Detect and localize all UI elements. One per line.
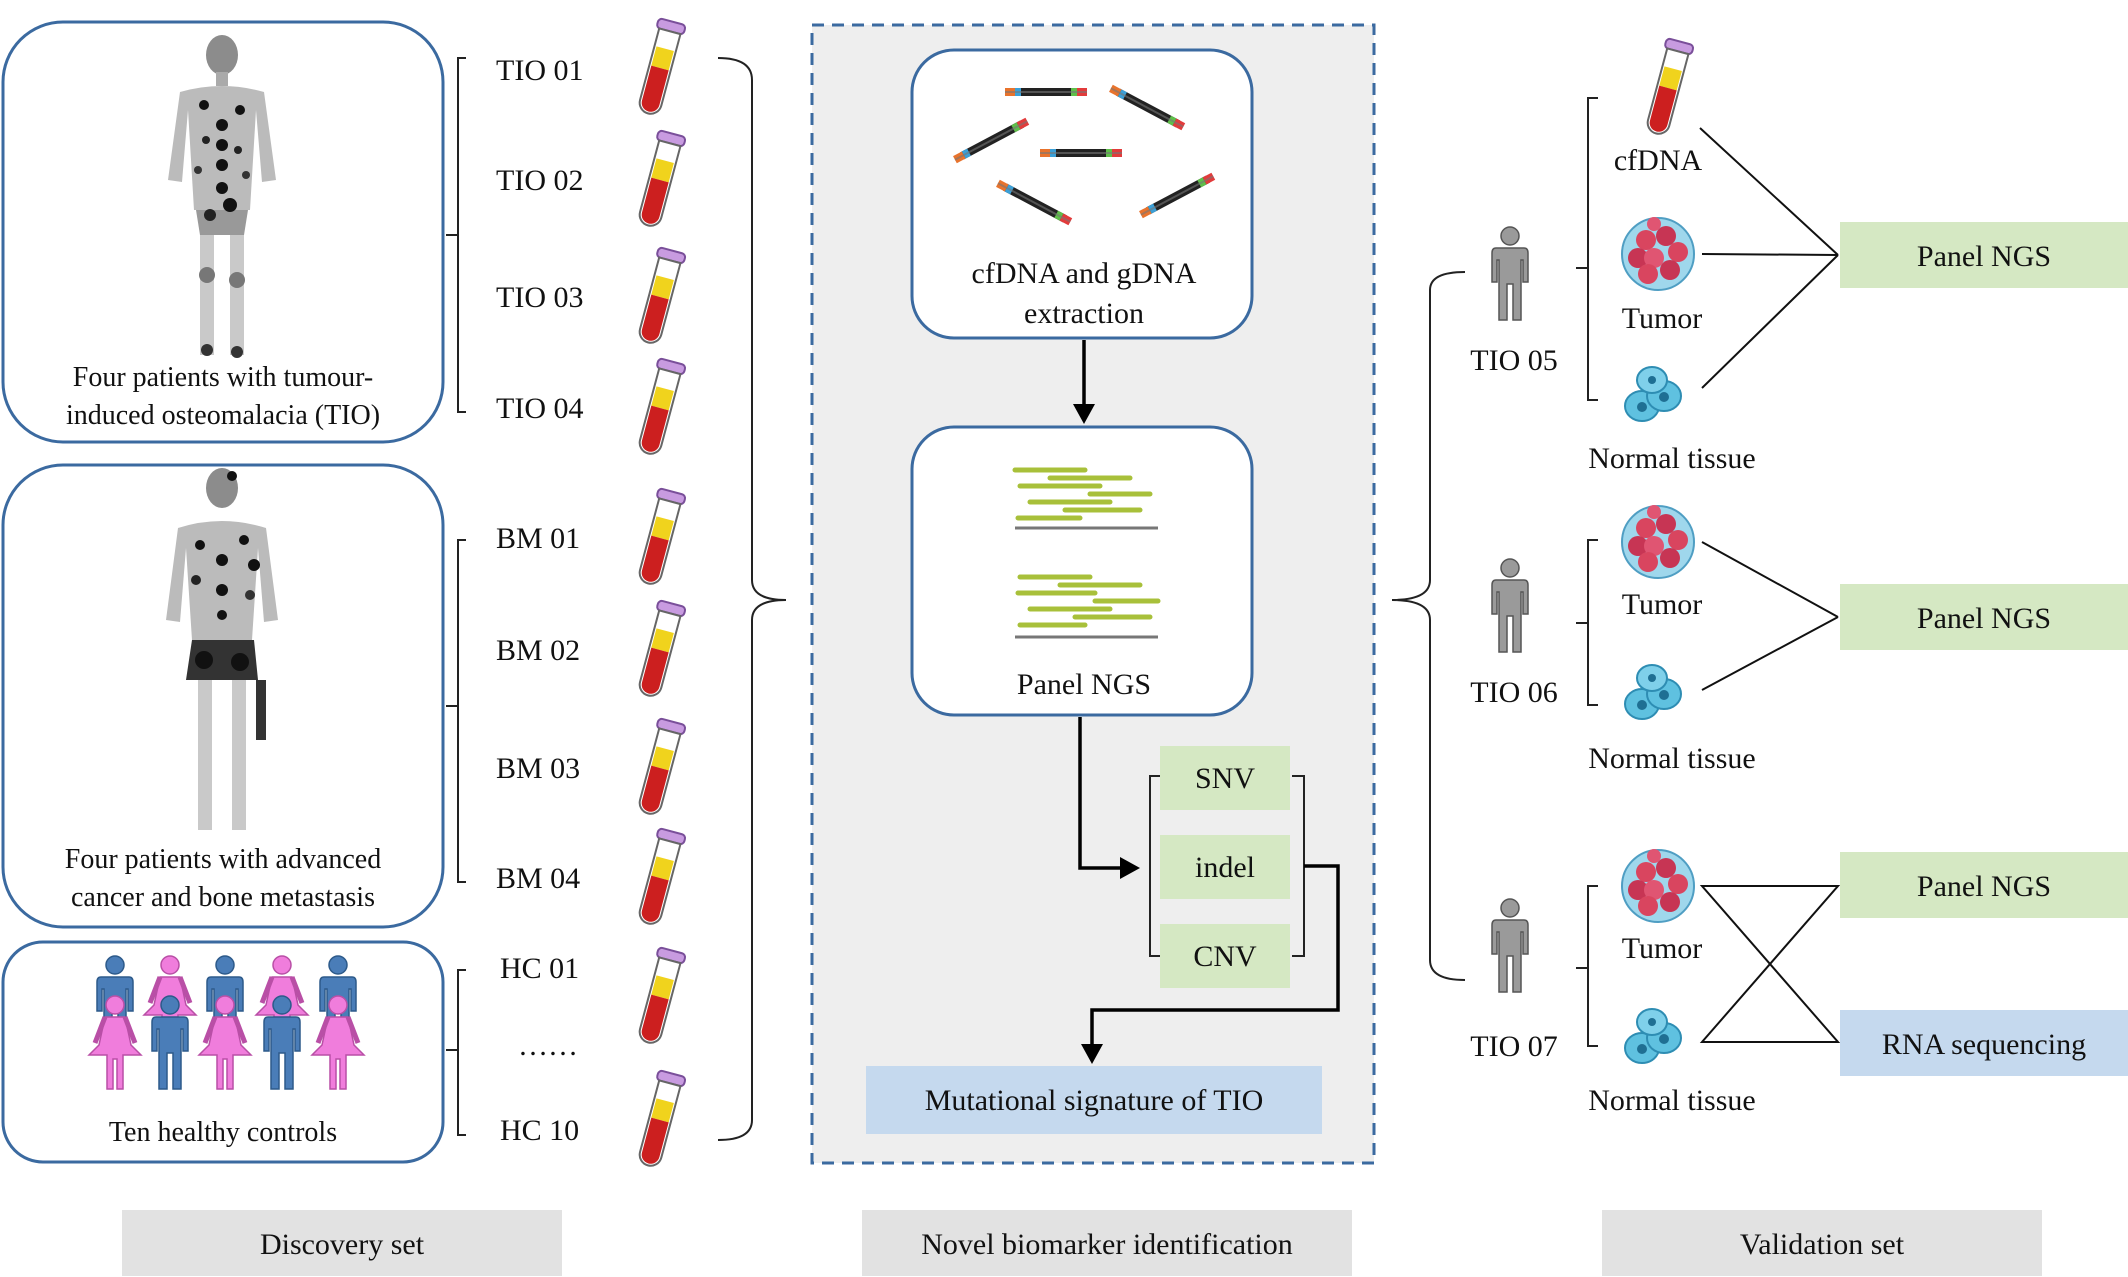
bm-group-box xyxy=(1,463,445,929)
tumor-cells-icon xyxy=(1621,848,1695,923)
bm-samples-bracket xyxy=(446,539,466,883)
panel-ngs-label: Panel NGS xyxy=(1917,870,2051,903)
sample-label: BM 02 xyxy=(496,634,580,667)
bm-group-label-line2: cancer and bone metastasis xyxy=(71,882,375,913)
cfdna-label: cfDNA xyxy=(1614,144,1703,177)
validation-brace xyxy=(1391,271,1466,981)
bone-scan-image-tio xyxy=(168,35,276,358)
patient-person-icon xyxy=(1491,226,1529,321)
rna-seq-box xyxy=(1840,1010,2128,1076)
footer-validation-label: Validation set xyxy=(1740,1228,1905,1261)
variant-label-indel: indel xyxy=(1195,851,1255,884)
tio05-connectors xyxy=(1699,127,1839,389)
tumor-label: Tumor xyxy=(1622,588,1703,621)
panel-ngs-label: Panel NGS xyxy=(1917,240,2051,273)
sample-label: BM 03 xyxy=(496,752,580,785)
normal-label: Normal tissue xyxy=(1588,442,1755,475)
patient-person-icon xyxy=(1491,558,1529,653)
tio-group-label-line2: induced osteomalacia (TIO) xyxy=(66,400,380,431)
extraction-label-line2: extraction xyxy=(1024,297,1144,330)
arrow-ngs-to-variants xyxy=(1078,717,1125,870)
tio07-connectors xyxy=(1699,885,1841,1043)
bone-scan-image-bm xyxy=(166,468,278,830)
tio05-bracket xyxy=(1576,97,1598,401)
normal-label: Normal tissue xyxy=(1588,1084,1755,1117)
sample-label: TIO 04 xyxy=(496,392,583,425)
tio06-panel-ngs-box xyxy=(1840,584,2128,650)
normal-cells-icon xyxy=(1624,366,1682,422)
blood-tube-icon xyxy=(633,129,687,231)
rna-seq-label: RNA sequencing xyxy=(1882,1028,2086,1061)
tio05-panel-ngs-box xyxy=(1840,222,2128,288)
arrow-head xyxy=(1073,404,1095,424)
hc-samples-bracket xyxy=(446,969,466,1136)
tio06-bracket xyxy=(1576,539,1598,706)
footer-identification-box xyxy=(862,1210,1352,1276)
blood-tube-icon xyxy=(633,946,687,1048)
blood-tube-icon xyxy=(633,599,687,701)
tio-samples-bracket xyxy=(446,57,466,413)
tumor-cells-icon xyxy=(1621,216,1695,291)
variant-box-snv xyxy=(1160,746,1290,810)
footer-validation-box xyxy=(1602,1210,2042,1276)
signature-box xyxy=(866,1066,1322,1134)
signature-label: Mutational signature of TIO xyxy=(925,1084,1264,1117)
sample-label: BM 01 xyxy=(496,522,580,555)
tio06-connectors xyxy=(1701,541,1839,691)
bm-group-label-line1: Four patients with advanced xyxy=(65,844,381,875)
variant-label-cnv: CNV xyxy=(1193,940,1257,973)
sample-label: TIO 01 xyxy=(496,54,583,87)
footer-discovery-label: Discovery set xyxy=(260,1228,425,1261)
sample-label: …… xyxy=(518,1029,578,1062)
variant-box-indel xyxy=(1160,835,1290,899)
tumor-cells-icon xyxy=(1621,504,1695,579)
patient-label: TIO 05 xyxy=(1470,344,1557,377)
panel-ngs-label: Panel NGS xyxy=(1917,602,2051,635)
patient-person-icon xyxy=(1491,898,1529,993)
discovery-brace xyxy=(717,57,787,1141)
blood-tube-icon xyxy=(633,357,687,459)
panel-ngs-label: Panel NGS xyxy=(1017,668,1151,701)
sample-label: TIO 02 xyxy=(496,164,583,197)
blood-tube-icon xyxy=(633,827,687,929)
hc-group-label: Ten healthy controls xyxy=(109,1117,337,1148)
tumor-label: Tumor xyxy=(1622,932,1703,965)
variant-box-cnv xyxy=(1160,924,1290,988)
blood-tube-icon xyxy=(633,17,687,119)
variants-left-bracket xyxy=(1149,775,1162,957)
footer-identification-label: Novel biomarker identification xyxy=(921,1228,1293,1261)
sample-label: HC 01 xyxy=(500,952,579,985)
arrow-head xyxy=(1120,857,1140,879)
sample-label: BM 04 xyxy=(496,862,580,895)
normal-cells-icon xyxy=(1624,664,1682,720)
blood-tube-icon xyxy=(1641,37,1695,139)
blood-tube-icon xyxy=(633,1069,687,1171)
blood-tube-icon xyxy=(633,487,687,589)
extraction-label-line1: cfDNA and gDNA xyxy=(972,257,1197,290)
tio07-panel-ngs-box xyxy=(1840,852,2128,918)
blood-tube-icon xyxy=(633,246,687,348)
tio-group-label-line1: Four patients with tumour- xyxy=(73,362,373,393)
sample-label: TIO 03 xyxy=(496,281,583,314)
sample-label: HC 10 xyxy=(500,1114,579,1147)
normal-label: Normal tissue xyxy=(1588,742,1755,775)
variant-label-snv: SNV xyxy=(1195,762,1255,795)
arrow-variants-to-signature xyxy=(1090,864,1340,1048)
arrow-head xyxy=(1081,1044,1103,1064)
blood-tube-icon xyxy=(633,717,687,819)
panel-ngs-box xyxy=(910,425,1254,717)
sequencing-reads-icon xyxy=(1012,467,1161,628)
patient-label: TIO 06 xyxy=(1470,676,1557,709)
normal-cells-icon xyxy=(1624,1008,1682,1064)
patient-label: TIO 07 xyxy=(1470,1030,1557,1063)
tumor-label: Tumor xyxy=(1622,302,1703,335)
tio07-bracket xyxy=(1576,885,1598,1047)
footer-discovery-box xyxy=(122,1210,562,1276)
